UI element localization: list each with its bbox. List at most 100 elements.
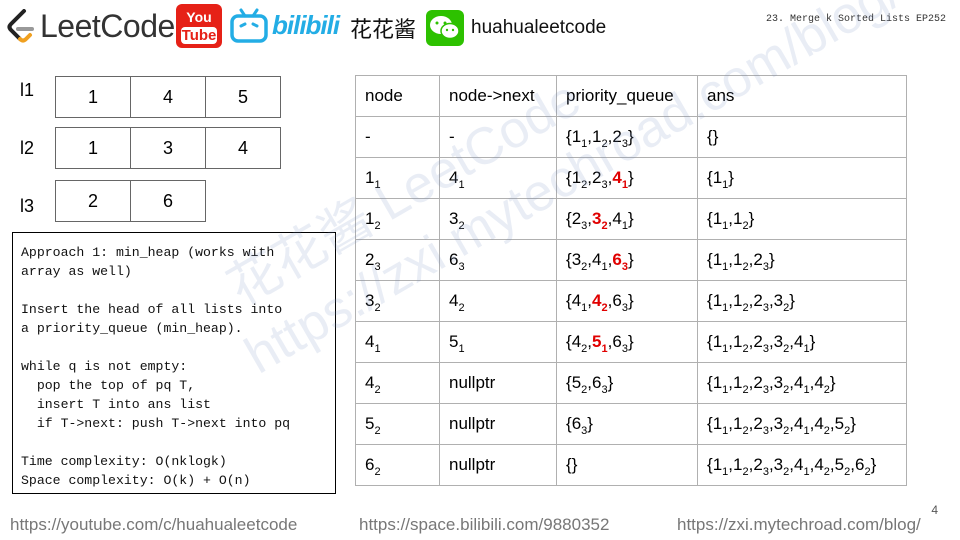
ans-cell: {11,12,23}	[697, 239, 907, 281]
indexed-value: 32	[773, 455, 790, 478]
indexed-value: 52	[834, 455, 851, 478]
priority-queue-cell: {32,41,63}	[556, 239, 698, 281]
indexed-value: 51	[592, 332, 608, 355]
indexed-value: 42	[814, 373, 830, 396]
bilibili-link[interactable]: https://space.bilibili.com/9880352	[359, 515, 610, 534]
indexed-value: 41	[612, 209, 628, 232]
indexed-value: 23	[365, 250, 381, 273]
next-cell: 42	[439, 280, 557, 322]
indexed-value: 42	[571, 332, 588, 355]
page-number: 4	[931, 503, 938, 517]
indexed-value: 23	[753, 332, 769, 355]
indexed-value: 51	[449, 332, 465, 355]
indexed-value: 42	[449, 291, 465, 314]
indexed-value: 12	[733, 373, 749, 396]
indexed-value: 12	[733, 455, 749, 478]
next-cell: nullptr	[439, 362, 557, 404]
indexed-value: 32	[449, 209, 465, 232]
indexed-value: 32	[592, 209, 608, 232]
indexed-value: 12	[733, 250, 749, 273]
brand-name: LeetCode	[40, 7, 175, 44]
list-node: 4	[237, 137, 248, 158]
leetcode-logo: LeetCode	[6, 6, 175, 46]
indexed-value: 11	[712, 291, 729, 314]
node-cell: 42	[355, 362, 440, 404]
indexed-value: 41	[449, 168, 465, 191]
next-cell: -	[439, 116, 557, 158]
priority-queue-cell: {41,42,63}	[556, 280, 698, 322]
node-cell: -	[355, 116, 440, 158]
indexed-value: 63	[612, 291, 628, 314]
node-cell: 23	[355, 239, 440, 281]
approach-description: Approach 1: min_heap (works with array a…	[12, 232, 336, 494]
column-header: ans	[697, 75, 907, 117]
youtube-link[interactable]: https://youtube.com/c/huahualeetcode	[10, 515, 298, 534]
indexed-value: 32	[571, 250, 588, 273]
indexed-value: 12	[733, 291, 749, 314]
ans-cell: {11,12,23,32}	[697, 280, 907, 322]
column-header: node->next	[439, 75, 557, 117]
list-node: 3	[131, 128, 206, 168]
list-node: 5	[237, 86, 248, 107]
indexed-value: 23	[753, 414, 769, 437]
indexed-value: 41	[612, 168, 628, 191]
indexed-value: 11	[712, 414, 729, 437]
ans-cell: {11,12}	[697, 198, 907, 240]
indexed-value: 41	[592, 250, 608, 273]
indexed-value: 12	[733, 414, 749, 437]
priority-queue-cell: {42,51,63}	[556, 321, 698, 363]
indexed-value: 63	[571, 414, 588, 437]
indexed-value: 41	[794, 373, 810, 396]
indexed-value: 23	[571, 209, 588, 232]
indexed-value: 41	[794, 414, 810, 437]
indexed-value: 62	[854, 455, 871, 478]
priority-queue-cell: {52,63}	[556, 362, 698, 404]
next-cell: 63	[439, 239, 557, 281]
ans-cell: {11,12,23,32,41,42,52}	[697, 403, 907, 445]
indexed-value: 32	[365, 291, 381, 314]
indexed-value: 63	[449, 250, 465, 273]
priority-queue-cell: {11,12,23}	[556, 116, 698, 158]
indexed-value: 41	[571, 291, 588, 314]
column-header: priority_queue	[556, 75, 698, 117]
indexed-value: 23	[753, 250, 769, 273]
indexed-value: 23	[753, 455, 769, 478]
list-label: l1	[20, 80, 35, 100]
next-cell: nullptr	[439, 403, 557, 445]
indexed-value: 23	[753, 373, 769, 396]
indexed-value: 52	[365, 414, 381, 437]
next-cell: 32	[439, 198, 557, 240]
column-header: node	[355, 75, 440, 117]
list-node: 6	[162, 190, 173, 211]
ans-cell: {}	[697, 116, 907, 158]
list-label: l2	[20, 138, 35, 158]
indexed-value: 32	[773, 291, 790, 314]
indexed-value: 63	[612, 250, 628, 273]
indexed-value: 32	[773, 373, 790, 396]
indexed-value: 42	[814, 455, 830, 478]
indexed-value: 41	[794, 455, 810, 478]
priority-queue-cell: {12,23,41}	[556, 157, 698, 199]
bilibili-logo-text: bilibili	[272, 10, 340, 40]
blog-link[interactable]: https://zxi.mytechroad.com/blog/	[677, 515, 921, 534]
indexed-value: 42	[814, 414, 830, 437]
leetcode-icon	[7, 9, 34, 43]
indexed-value: 11	[571, 127, 588, 150]
indexed-value: 41	[365, 332, 381, 355]
indexed-value: 11	[712, 168, 729, 191]
wechat-icon	[426, 10, 464, 46]
node-cell: 62	[355, 444, 440, 486]
priority-queue-cell: {}	[556, 444, 698, 486]
indexed-value: 11	[365, 168, 381, 191]
list-node: 1	[56, 77, 131, 117]
indexed-value: 52	[834, 414, 851, 437]
channel-name: 花花酱	[350, 17, 417, 42]
